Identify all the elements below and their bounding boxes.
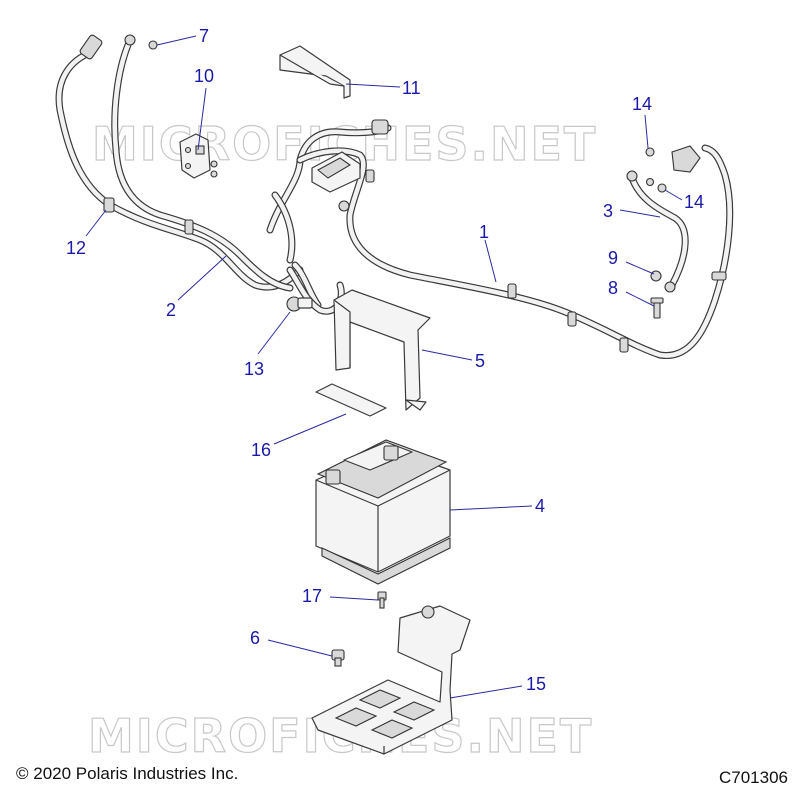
callout-13: 13 — [244, 359, 264, 379]
callout-10: 10 — [194, 66, 214, 86]
callout-16: 16 — [251, 440, 271, 460]
cover-part-11 — [279, 45, 351, 99]
callout-9: 9 — [608, 248, 618, 268]
leader-16 — [273, 413, 347, 445]
leader-9 — [625, 261, 655, 275]
callout-17: 17 — [302, 586, 322, 606]
copyright-text: © 2020 Polaris Industries Inc. — [16, 764, 239, 783]
strap-part-5 — [333, 289, 431, 411]
leader-10 — [197, 87, 207, 151]
nut-part-14a — [645, 147, 655, 157]
leader-1 — [484, 239, 497, 283]
callout-labels: 7 10 11 14 14 3 1 12 9 8 2 5 13 16 4 17 … — [66, 26, 704, 694]
pad-part-16 — [315, 383, 387, 417]
leader-14a — [644, 114, 649, 149]
nut-part-9 — [650, 270, 662, 282]
bolt-part-8 — [650, 297, 664, 319]
callout-11: 11 — [402, 78, 421, 98]
callout-7: 7 — [199, 26, 209, 46]
drawing-number: C701306 — [718, 768, 788, 787]
leader-6 — [267, 639, 333, 657]
leader-2 — [177, 255, 227, 301]
leader-7 — [156, 35, 197, 46]
leader-12 — [85, 209, 107, 237]
leader-8 — [625, 291, 655, 307]
leader-lines — [85, 35, 683, 699]
harness-part-1 — [266, 119, 734, 359]
ring-terminal-part-13 — [286, 296, 313, 312]
cable-part-3 — [626, 170, 689, 293]
relay-part-10 — [179, 133, 218, 179]
leader-5 — [421, 349, 473, 361]
tray-part-15 — [311, 605, 471, 755]
leader-15 — [449, 685, 523, 699]
battery-part-4 — [315, 439, 451, 585]
callout-8: 8 — [608, 278, 618, 298]
callout-1: 1 — [479, 222, 489, 242]
harness-part-2 — [55, 34, 345, 315]
nut-part-7 — [148, 40, 158, 50]
leader-14b — [664, 189, 683, 201]
callout-14a: 14 — [632, 94, 652, 114]
leader-13 — [257, 311, 291, 355]
bolt-part-6 — [331, 649, 345, 667]
callout-14b: 14 — [684, 192, 704, 212]
nut-part-14c — [645, 177, 655, 187]
bolt-part-17 — [377, 591, 387, 609]
callout-2: 2 — [166, 300, 176, 320]
callout-4: 4 — [535, 496, 545, 516]
leader-4 — [449, 505, 533, 511]
callout-3: 3 — [603, 201, 613, 221]
callout-5: 5 — [475, 351, 485, 371]
leader-11 — [345, 83, 401, 88]
callout-15: 15 — [526, 674, 546, 694]
leader-17 — [329, 596, 379, 601]
leader-3 — [619, 209, 661, 218]
callout-6: 6 — [250, 628, 260, 648]
callout-12: 12 — [66, 238, 86, 258]
nut-part-14b — [657, 183, 667, 193]
